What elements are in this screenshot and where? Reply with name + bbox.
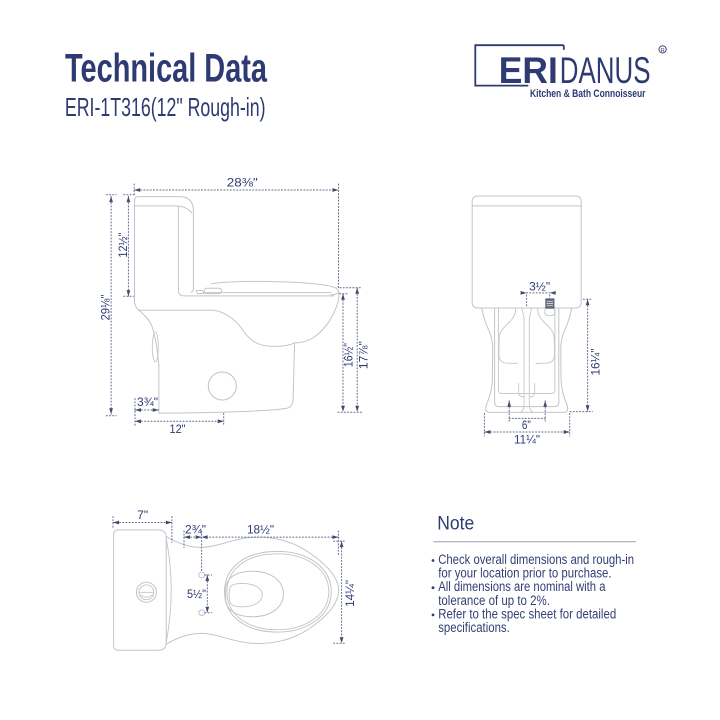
svg-text:3¾": 3¾" (137, 395, 158, 409)
svg-text:All dimensions are nominal wit: All dimensions are nominal with a (438, 579, 606, 594)
svg-text:2¾": 2¾" (185, 523, 206, 537)
svg-text:Check overall dimensions and r: Check overall dimensions and rough-in (438, 552, 634, 567)
svg-text:3½": 3½" (529, 280, 550, 294)
svg-text:Refer to the spec sheet for de: Refer to the spec sheet for detailed (438, 606, 616, 621)
svg-text:5½": 5½" (187, 587, 206, 601)
svg-text:tolerance of up to 2%.: tolerance of up to 2%. (438, 593, 550, 608)
svg-text:18½": 18½" (247, 523, 274, 537)
svg-text:DANUS: DANUS (560, 49, 651, 91)
svg-text:for your location prior to pur: for your location prior to purchase. (438, 566, 611, 581)
svg-text:11¼": 11¼" (514, 433, 540, 447)
svg-text:specifications.: specifications. (438, 620, 510, 635)
svg-text:Kitchen & Bath Connoisseur: Kitchen & Bath Connoisseur (530, 88, 646, 100)
svg-text:ERI-1T316(12" Rough-in): ERI-1T316(12" Rough-in) (65, 92, 266, 122)
svg-text:14¼": 14¼" (343, 580, 357, 607)
svg-text:28⅜": 28⅜" (227, 176, 258, 190)
svg-text:Technical Data: Technical Data (65, 46, 268, 90)
svg-text:16½": 16½" (341, 343, 355, 367)
svg-text:16¼": 16¼" (588, 349, 602, 376)
svg-text:12": 12" (170, 422, 186, 436)
svg-text:29⅛": 29⅛" (98, 295, 112, 321)
svg-text:ERI: ERI (499, 50, 558, 91)
svg-text:7": 7" (137, 508, 148, 522)
svg-text:12½": 12½" (116, 233, 130, 258)
svg-text:Note: Note (437, 512, 474, 534)
svg-text:6": 6" (522, 418, 531, 432)
svg-text:17⅞": 17⅞" (357, 341, 371, 369)
svg-text:R: R (661, 48, 665, 54)
